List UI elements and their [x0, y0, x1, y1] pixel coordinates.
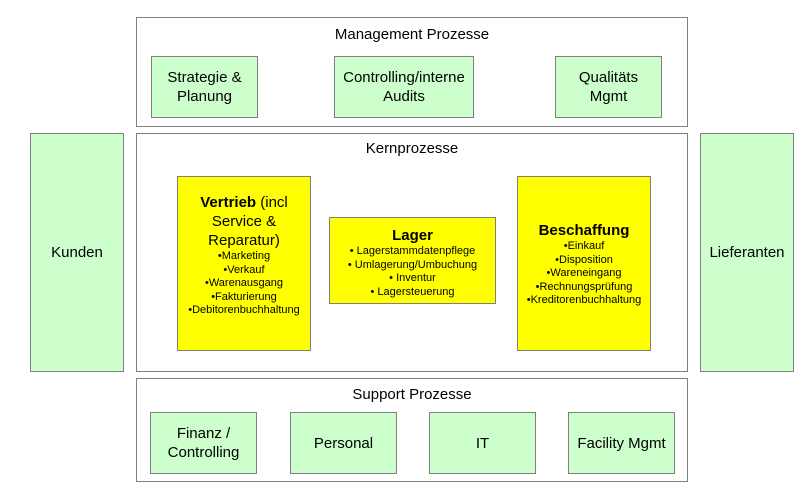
qualitaets-line1: Qualitäts: [578, 69, 639, 86]
vertrieb-title-rest: (incl: [256, 194, 288, 211]
strategie-line1: Strategie &: [167, 69, 242, 86]
lager-item: • Umlagerung/Umbuchung: [347, 258, 478, 271]
beschaffung-item: •Disposition: [555, 253, 613, 266]
core-title: Kernprozesse: [365, 140, 459, 157]
lager-item: • Lagerstammdatenpflege: [349, 245, 476, 257]
vertrieb-item: •Verkauf: [223, 263, 265, 276]
kunden-box: Kunden: [30, 133, 124, 372]
personal-box: Personal: [290, 412, 397, 474]
lager-box: Lager • Lagerstammdatenpflege • Umlageru…: [329, 217, 496, 304]
qualitaets-line2: Mgmt: [589, 88, 628, 105]
lager-item: • Lagersteuerung: [370, 285, 455, 298]
controlling-audits-box: Controlling/interne Audits: [334, 56, 474, 118]
vertrieb-title: Vertrieb (incl: [200, 193, 288, 212]
beschaffung-item: •Wareneingang: [546, 267, 622, 279]
finanz-line1: Finanz /: [176, 425, 231, 442]
support-group: Support Prozesse Finanz / Controlling Pe…: [136, 378, 688, 482]
facility-label: Facility Mgmt: [577, 434, 666, 452]
beschaffung-box: Beschaffung •Einkauf •Disposition •Waren…: [517, 176, 651, 351]
controlling-audits-line1: Controlling/interne: [343, 69, 465, 86]
support-title: Support Prozesse: [352, 386, 472, 403]
it-box: IT: [429, 412, 536, 474]
finanz-box: Finanz / Controlling: [150, 412, 257, 474]
vertrieb-item: •Debitorenbuchhaltung: [188, 304, 300, 316]
facility-box: Facility Mgmt: [568, 412, 675, 474]
beschaffung-item: •Rechnungsprüfung: [535, 280, 633, 293]
core-group: Kernprozesse Vertrieb (incl Service & Re…: [136, 133, 688, 372]
qualitaets-box: Qualitäts Mgmt: [555, 56, 662, 118]
vertrieb-title-line2: Service &: [211, 213, 277, 230]
vertrieb-box: Vertrieb (incl Service & Reparatur) •Mar…: [177, 176, 311, 351]
lieferanten-box: Lieferanten: [700, 133, 794, 372]
lager-item: • Inventur: [389, 272, 436, 284]
beschaffung-item: •Kreditorenbuchhaltung: [526, 294, 642, 306]
beschaffung-title: Beschaffung: [539, 221, 630, 240]
finanz-line2: Controlling: [167, 444, 240, 461]
it-label: IT: [475, 434, 490, 452]
vertrieb-item: •Fakturierung: [211, 290, 277, 303]
personal-label: Personal: [313, 434, 374, 452]
beschaffung-item: •Einkauf: [563, 240, 605, 252]
management-group: Management Prozesse Strategie & Planung …: [136, 17, 688, 127]
vertrieb-item: •Warenausgang: [204, 277, 284, 289]
strategie-line2: Planung: [176, 88, 233, 105]
vertrieb-item: •Marketing: [217, 250, 271, 262]
vertrieb-title-bold: Vertrieb: [200, 194, 257, 211]
lager-title-bold: Lager: [392, 227, 433, 244]
lager-title: Lager: [392, 226, 433, 245]
vertrieb-title-line3: Reparatur): [208, 232, 280, 249]
beschaffung-title-bold: Beschaffung: [538, 222, 630, 239]
strategie-box: Strategie & Planung: [151, 56, 258, 118]
controlling-audits-line2: Audits: [383, 88, 425, 105]
management-title: Management Prozesse: [334, 26, 490, 43]
